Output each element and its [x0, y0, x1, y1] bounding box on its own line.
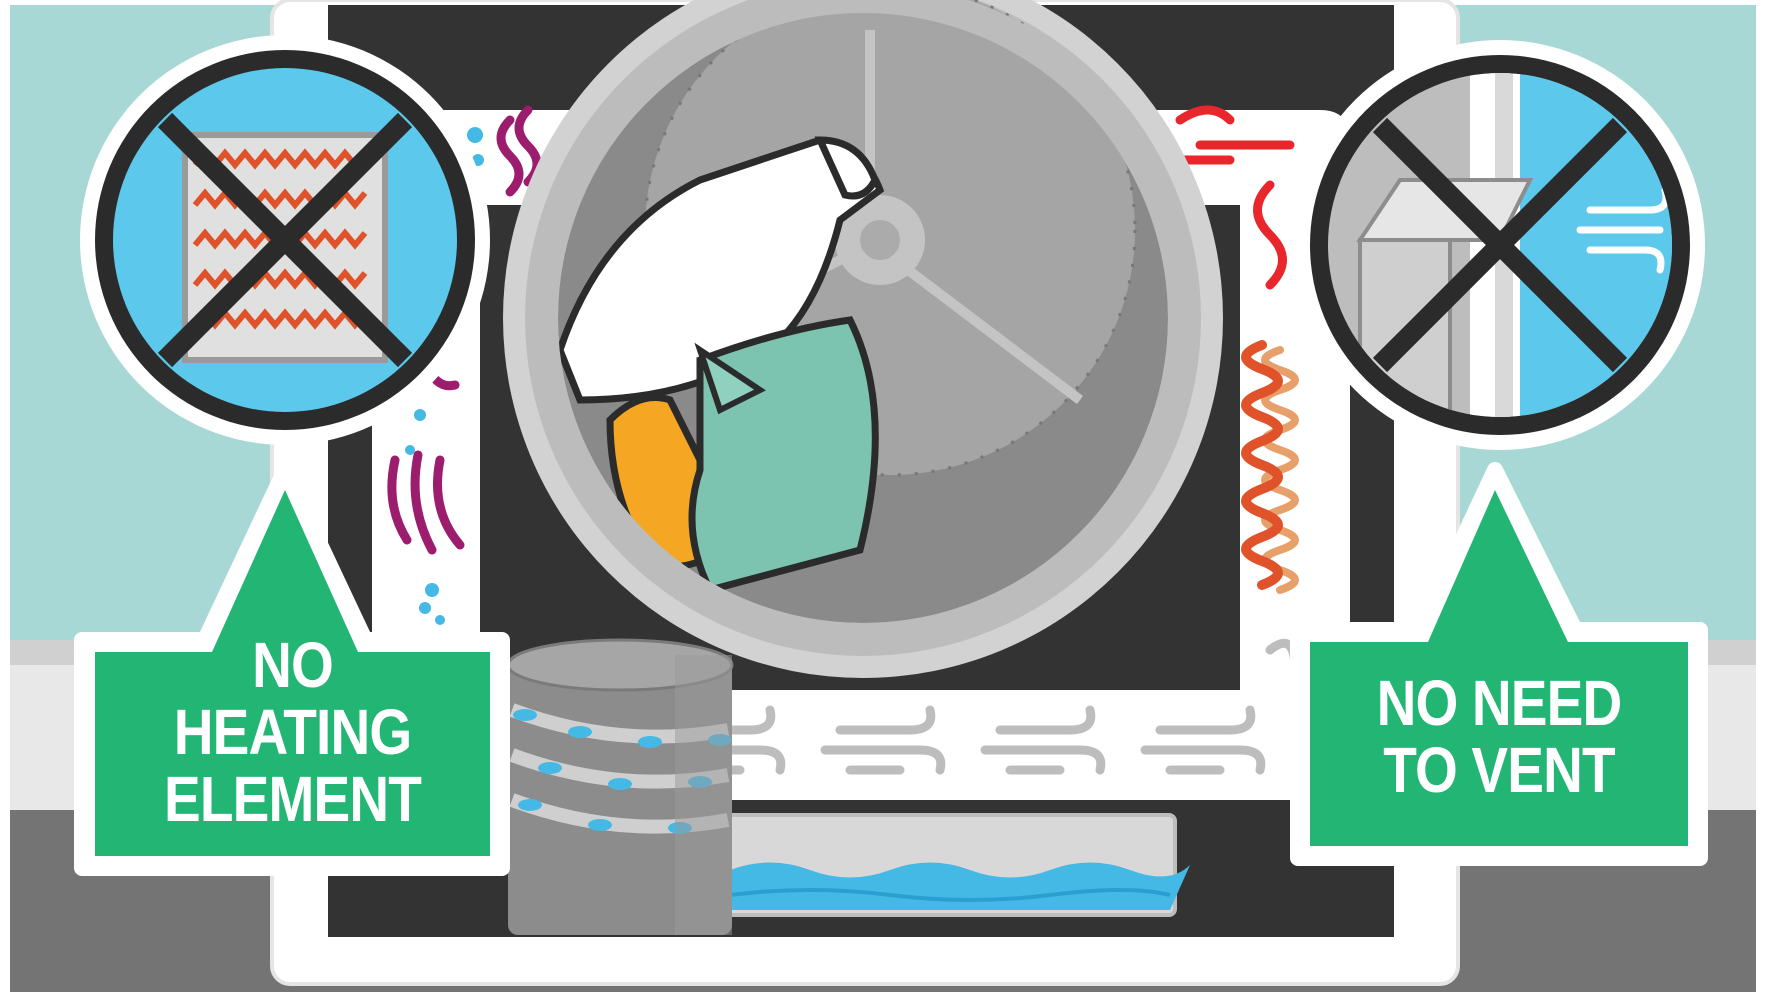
- callout-right-line-1: NO NEED: [1336, 670, 1661, 737]
- callout-right-line-2: TO VENT: [1336, 737, 1661, 804]
- callout-left-line-1: NO: [123, 632, 463, 699]
- condenser-icon: [508, 640, 732, 935]
- heating-element-prohibited-icon: [80, 35, 490, 445]
- callout-right-label: NO NEED TO VENT: [1336, 670, 1661, 804]
- callout-left-label: NO HEATING ELEMENT: [123, 632, 463, 834]
- vent-prohibited-icon: [1295, 40, 1705, 450]
- callout-left-line-3: ELEMENT: [123, 766, 463, 833]
- water-tank-icon: [725, 815, 1190, 915]
- callout-left-line-2: HEATING: [123, 699, 463, 766]
